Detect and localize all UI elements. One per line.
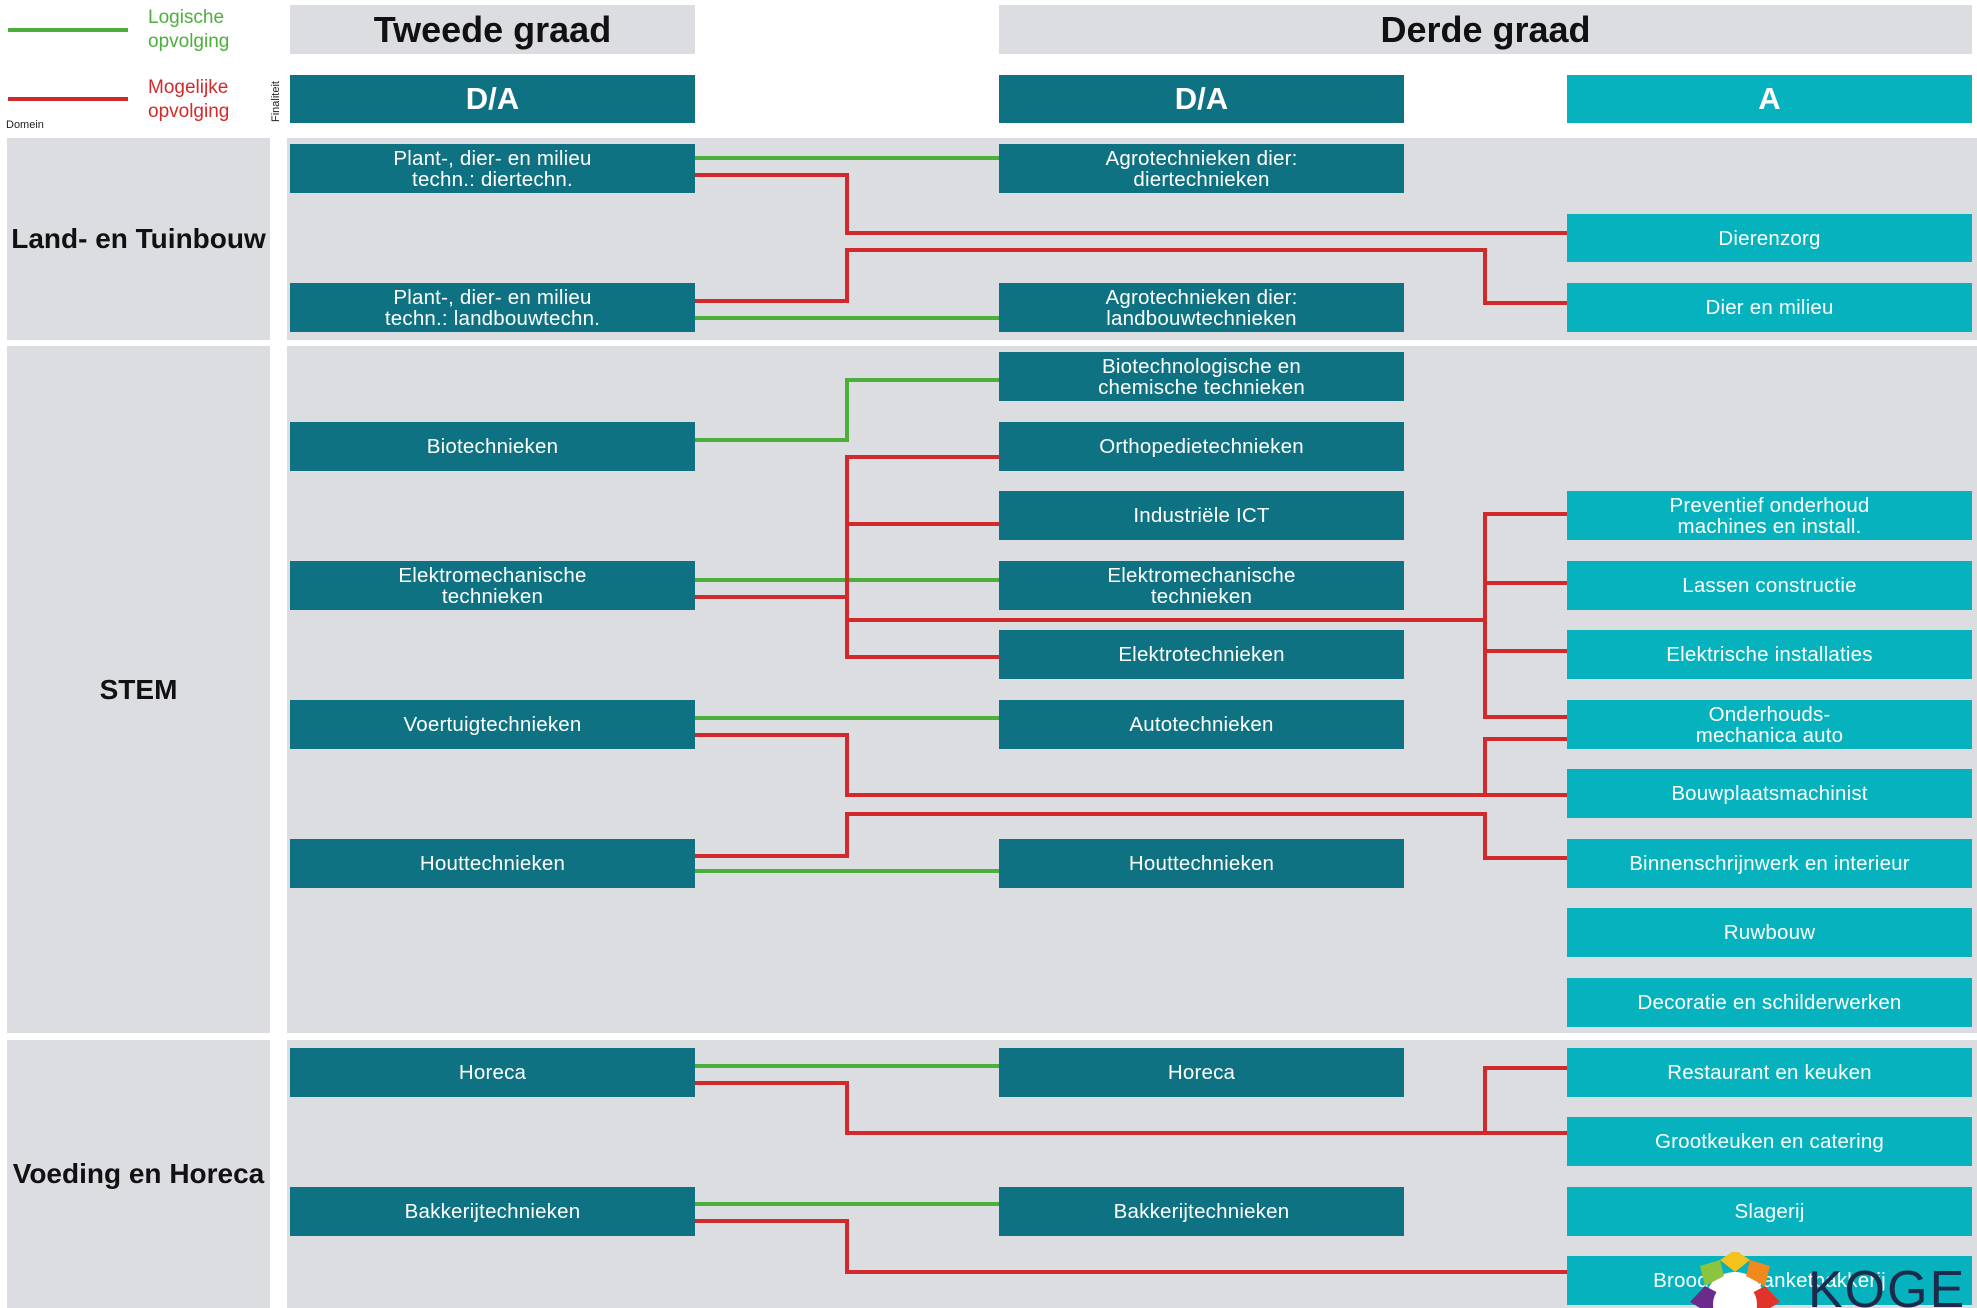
header-second-grade: Tweede graad — [290, 5, 695, 54]
box-a-bouwplaats: Bouwplaatsmachinist — [1567, 769, 1972, 818]
box-second-landbouwtechn: Plant-, dier- en milieu techn.: landbouw… — [290, 283, 695, 332]
box-a-binnen: Binnenschrijnwerk en interieur — [1567, 839, 1972, 888]
box-second-biotech: Biotechnieken — [290, 422, 695, 471]
domain-food-label: Voeding en Horeca — [7, 1040, 270, 1308]
line-logical — [695, 378, 999, 442]
box-a-dier-milieu: Dier en milieu — [1567, 283, 1972, 332]
domain-land-label: Land- en Tuinbouw — [7, 138, 270, 340]
box-a-slagerij: Slagerij — [1567, 1187, 1972, 1236]
box-third-agro-landbouw: Agrotechnieken dier: landbouwtechnieken — [999, 283, 1404, 332]
box-third-auto: Autotechnieken — [999, 700, 1404, 749]
box-a-ruwbouw: Ruwbouw — [1567, 908, 1972, 957]
line-possible — [695, 173, 1567, 235]
box-third-hout: Houttechnieken — [999, 839, 1404, 888]
legend-possible-line — [8, 97, 128, 101]
legend-possible-label: Mogelijke opvolging — [148, 77, 230, 122]
logo: KOGE — [1680, 1252, 1977, 1308]
box-third-elektromech: Elektromechanische technieken — [999, 561, 1404, 610]
box-a-elek-inst: Elektrische installaties — [1567, 630, 1972, 679]
line-possible — [695, 733, 1567, 797]
finality-col1: D/A — [290, 75, 695, 123]
line-possible — [695, 1219, 1567, 1274]
legend-logical-line — [8, 28, 128, 32]
box-second-hout: Houttechnieken — [290, 839, 695, 888]
box-third-elektro: Elektrotechnieken — [999, 630, 1404, 679]
line-possible — [695, 1081, 1485, 1135]
box-third-agro-dier: Agrotechnieken dier: diertechnieken — [999, 144, 1404, 193]
line-possible — [1483, 1066, 1567, 1135]
box-a-dierenzorg: Dierenzorg — [1567, 214, 1972, 262]
legend-logical-label: Logische opvolging — [148, 7, 230, 52]
finality-col3: A — [1567, 75, 1972, 123]
box-third-ict: Industriële ICT — [999, 491, 1404, 540]
box-a-preventief: Preventief onderhoud machines en install… — [1567, 491, 1972, 540]
box-second-diertechn: Plant-, dier- en milieu techn.: diertech… — [290, 144, 695, 193]
line-possible — [845, 455, 999, 659]
header-third-grade: Derde graad — [999, 5, 1972, 54]
line-possible — [1483, 512, 1567, 719]
line-possible — [695, 812, 1567, 860]
domain-column-label: Domein — [6, 119, 44, 131]
box-second-voertuig: Voertuigtechnieken — [290, 700, 695, 749]
box-second-bakkerij: Bakkerijtechnieken — [290, 1187, 695, 1236]
box-third-ortho: Orthopedietechnieken — [999, 422, 1404, 471]
finality-col2: D/A — [999, 75, 1404, 123]
box-a-onderhoud: Onderhouds- mechanica auto — [1567, 700, 1972, 749]
logo-text: KOGE — [1808, 1261, 1967, 1308]
box-a-decoratie: Decoratie en schilderwerken — [1567, 978, 1972, 1027]
logo-flower-icon — [1690, 1252, 1780, 1308]
box-third-horeca: Horeca — [999, 1048, 1404, 1097]
box-a-restaurant: Restaurant en keuken — [1567, 1048, 1972, 1097]
domain-stem-label: STEM — [7, 346, 270, 1033]
box-third-biotech-chem: Biotechnologische en chemische technieke… — [999, 352, 1404, 401]
line-possible — [1483, 737, 1567, 795]
box-third-bakkerij: Bakkerijtechnieken — [999, 1187, 1404, 1236]
box-a-grootkeuken: Grootkeuken en catering — [1567, 1117, 1972, 1166]
box-second-horeca: Horeca — [290, 1048, 695, 1097]
box-a-lassen: Lassen constructie — [1567, 561, 1972, 610]
box-second-elektromech: Elektromechanische technieken — [290, 561, 695, 610]
box-a-brood: Brood- en banketbakkerij — [1567, 1256, 1972, 1305]
line-possible — [695, 248, 1567, 305]
